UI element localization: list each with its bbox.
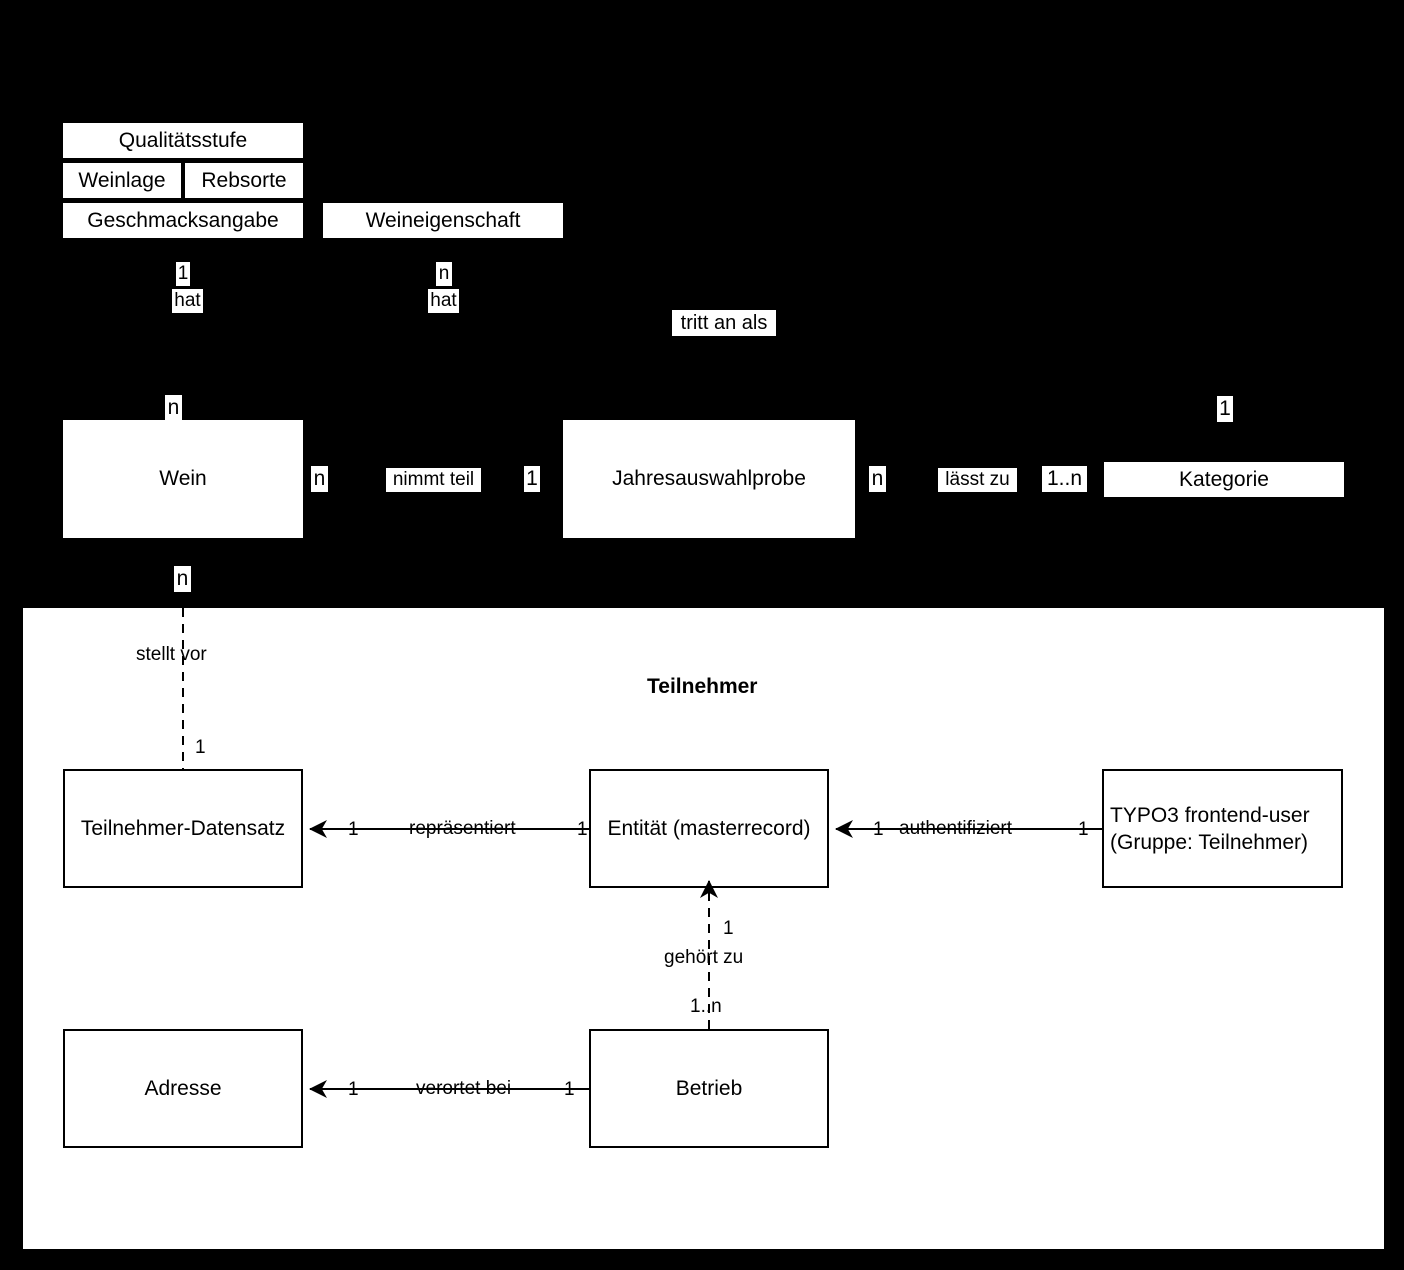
- entity-teilnehmer-datensatz-label: Teilnehmer-Datensatz: [80, 817, 286, 840]
- entity-qualitaetsstufe-label: Qualitätsstufe: [118, 128, 248, 152]
- cardinality-laesst-zu-1n: 1..n: [1042, 466, 1087, 492]
- entity-weineigenschaft: Weineigenschaft: [323, 203, 563, 238]
- entity-kategorie: Kategorie: [1104, 462, 1344, 497]
- entity-typo3-frontend-user-line1: TYPO3 frontend-user: [1110, 803, 1310, 827]
- entity-entitaet-masterrecord: Entität (masterrecord): [589, 769, 829, 888]
- relationship-repraesentiert: repräsentiert: [409, 818, 516, 839]
- entity-rebsorte-label: Rebsorte: [201, 168, 287, 192]
- entity-geschmacksangabe: Geschmacksangabe: [63, 203, 303, 238]
- entity-typo3-frontend-user-line2: (Gruppe: Teilnehmer): [1110, 830, 1309, 854]
- entity-wein: Wein: [63, 420, 303, 538]
- entity-qualitaetsstufe: Qualitätsstufe: [63, 123, 303, 158]
- cardinality-stellt-vor-1: 1: [195, 737, 206, 758]
- cardinality-probe-right-n: n: [869, 466, 886, 492]
- entity-betrieb: Betrieb: [589, 1029, 829, 1148]
- cardinality-nimmt-teil-probe-1: 1: [524, 466, 540, 492]
- cardinality-repraesentiert-left-1: 1: [348, 819, 359, 840]
- relationship-authentifiziert: authentifiziert: [899, 818, 1013, 839]
- entity-entitaet-masterrecord-label: Entität (masterrecord): [607, 817, 811, 840]
- cardinality-authentifiziert-left-1: 1: [873, 819, 884, 840]
- entity-adresse-label: Adresse: [144, 1077, 222, 1100]
- cardinality-weineigenschaft-hat-n: n: [436, 262, 452, 286]
- entity-teilnehmer-datensatz: Teilnehmer-Datensatz: [63, 769, 303, 888]
- entity-kategorie-label: Kategorie: [1179, 467, 1269, 491]
- entity-weinlage-label: Weinlage: [78, 168, 166, 192]
- entity-wein-label: Wein: [159, 467, 207, 490]
- cardinality-kategorie-top-1: 1: [1217, 396, 1233, 422]
- relationship-laesst-zu: lässt zu: [938, 468, 1017, 492]
- entity-typo3-frontend-user: TYPO3 frontend-user (Gruppe: Teilnehmer): [1102, 769, 1343, 888]
- cardinality-qualitaet-hat-1: 1: [176, 262, 190, 286]
- relationship-hat-right: hat: [428, 289, 459, 313]
- entity-geschmacksangabe-label: Geschmacksangabe: [87, 208, 279, 232]
- cardinality-verortet-bei-right-1: 1: [564, 1079, 575, 1100]
- relationship-verortet-bei: verortet bei: [416, 1078, 512, 1099]
- relationship-hat-left: hat: [172, 289, 203, 313]
- teilnehmer-panel: Teilnehmer stellt vor 1 Teilnehmer-Daten…: [23, 608, 1384, 1249]
- cardinality-wein-right-n: n: [311, 466, 328, 492]
- relationship-stellt-vor: stellt vor: [136, 644, 207, 665]
- entity-jahresauswahlprobe: Jahresauswahlprobe: [563, 420, 855, 538]
- entity-adresse: Adresse: [63, 1029, 303, 1148]
- relationship-tritt-an-als: tritt an als: [672, 310, 776, 336]
- cardinality-repraesentiert-right-1: 1: [577, 819, 588, 840]
- cardinality-verortet-bei-left-1: 1: [348, 1079, 359, 1100]
- entity-betrieb-label: Betrieb: [675, 1077, 743, 1100]
- cardinality-gehoert-zu-top-1: 1: [723, 918, 734, 939]
- entity-jahresauswahlprobe-label: Jahresauswahlprobe: [612, 467, 806, 490]
- cardinality-gehoert-zu-bottom-1n: 1..n: [690, 996, 722, 1017]
- cardinality-wein-top-n: n: [165, 395, 182, 421]
- panel-title: Teilnehmer: [647, 675, 758, 698]
- entity-weineigenschaft-label: Weineigenschaft: [365, 208, 521, 232]
- relationship-gehoert-zu: gehört zu: [664, 947, 744, 968]
- cardinality-authentifiziert-right-1: 1: [1078, 819, 1089, 840]
- relationship-nimmt-teil: nimmt teil: [386, 468, 481, 492]
- cardinality-wein-bottom-n: n: [174, 566, 191, 592]
- entity-rebsorte: Rebsorte: [185, 163, 303, 198]
- entity-weinlage: Weinlage: [63, 163, 181, 198]
